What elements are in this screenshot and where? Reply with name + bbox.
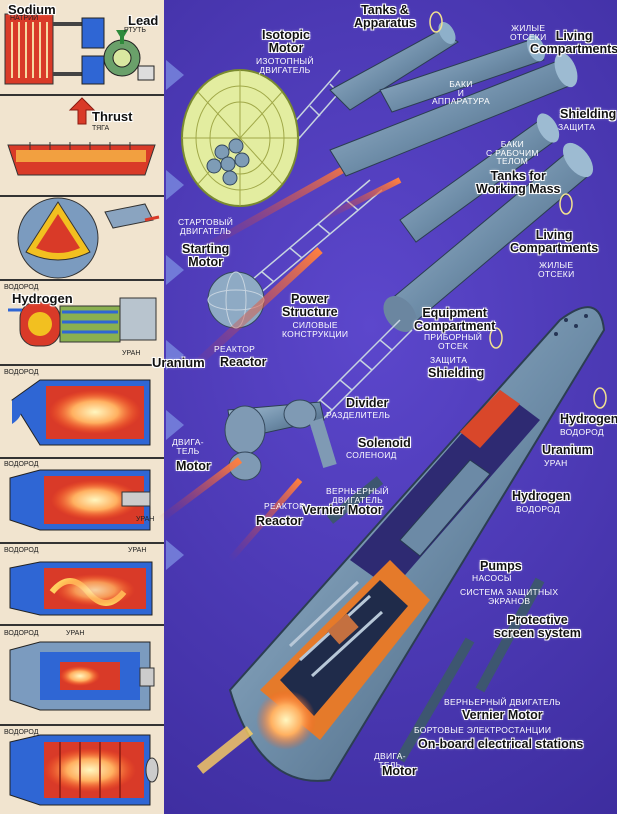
uranium-right-label: Uranium [542,443,593,457]
p4-uranium-ru: УРАН [122,350,141,357]
lead-label: Lead [128,13,159,28]
panel-fuel-element [17,197,160,279]
hydrogen-label-1: Hydrogen [560,412,617,426]
motor-label-2: Motor [382,764,417,778]
protective-screen-label: Protective screen system [494,613,581,640]
uranium-right-ru: УРАН [544,458,568,468]
coil-symbols [429,11,607,409]
shielding-ru-1: ЗАЩИТА [558,122,596,132]
vernier-motor-label-1: Vernier Motor [302,503,383,517]
p4-hydrogen-ru: ВОДОРОД [4,284,39,291]
living-ru-2: ЖИЛЫЕ ОТСЕКИ [538,260,575,279]
equipment-ru: ПРИБОРНЫЙ ОТСЕК [424,332,483,351]
panel-liquid-core-engine [9,469,151,531]
pumps-ru: НАСОСЫ [472,573,512,583]
p4-hydrogen-label: Hydrogen [12,291,73,306]
reactor-label-1: Reactor [220,355,267,369]
spacecraft-isotopic [181,22,546,254]
motor-ru-1: ДВИГА- ТЕЛЬ [172,437,204,456]
spacecraft-cutaway [196,306,606,782]
panel-gas-core-engine [9,561,153,616]
solenoid-ru: СОЛЕНОИД [346,450,397,460]
engine-glow [256,690,316,750]
exhaust-1 [198,156,362,254]
exhaust-2 [187,247,323,373]
vernier-ru-1: ВЕРНЬЕРНЫЙ ДВИГАТЕЛЬ [326,486,389,505]
living-compartments-2: Living Compartments [510,228,599,255]
pointer-arrows [166,60,184,570]
panel-reactor-loop [8,297,157,347]
panel-solid-core-engine [11,379,151,446]
panel-separators [0,94,164,726]
thrust-ru-label: ТЯГА [92,125,110,132]
p8-hydrogen-ru: ВОДОРОД [4,630,39,637]
p5-hydrogen-ru: ВОДОРОД [4,369,39,376]
shielding-label-2: Shielding [428,366,485,380]
panel-vortex-engine [9,641,155,711]
protective-ru: СИСТЕМА ЗАЩИТНЫХ ЭКРАНОВ [460,587,559,606]
tanks-working-mass-label: Tanks for Working Mass [476,169,561,196]
onboard-stations-label: On-board electrical stations [418,737,584,751]
isotopic-motor-ru: ИЗОТОПНЫЙ ДВИГАТЕЛЬ [256,56,314,75]
panel-thrust-plate [7,97,156,176]
p9-hydrogen-ru: ВОДОРОД [4,729,39,736]
solenoid-label: Solenoid [358,436,411,450]
reactor-ru-1: РЕАКТОР [214,344,256,354]
vernier-ru-2: ВЕРНЬЕРНЫЙ ДВИГАТЕЛЬ [444,697,561,707]
living-ru-1: ЖИЛЫЕ ОТСЕКИ [510,23,547,42]
uranium-left-label: Uranium [152,355,205,370]
onboard-ru: БОРТОВЫЕ ЭЛЕКТРОСТАНЦИИ [414,725,552,735]
lead-ru-label: РТУТЬ [124,27,146,34]
tanks-apparatus-ru: БАКИ И АППАРАТУРА [432,79,490,106]
hydrogen-ru-2: ВОДОРОД [516,504,560,514]
motor-label-1: Motor [176,459,211,473]
p8-uranium-ru: УРАН [66,630,85,637]
divider-label: Divider [346,396,389,410]
shielding-label-1: Shielding [560,107,617,121]
reactor-sphere-1 [207,271,265,329]
tanks-apparatus-label: Tanks & Apparatus [354,3,416,30]
starting-motor-label: Starting Motor [182,242,230,269]
power-structure-ru: СИЛОВЫЕ КОНСТРУКЦИИ [282,320,349,339]
exhaust-3 [157,457,243,523]
sodium-label: Sodium [8,2,56,17]
living-compartments-1: Living Compartments [530,29,617,56]
vernier-motor-label-2: Vernier Motor [462,708,543,722]
p7-uranium-ru: УРАН [128,547,147,554]
pumps-label: Pumps [480,559,522,573]
reactor-ru-2: РЕАКТОР [264,501,306,511]
isotopic-motor-label: Isotopic Motor [262,28,310,55]
p6-uranium-ru: УРАН [136,516,155,523]
spacecraft-living [187,52,578,373]
panel-plasma-engine [9,734,159,806]
spacecraft-equipment [157,142,594,562]
hydrogen-ru-1: ВОДОРОД [560,427,604,437]
truss-2 [239,179,383,301]
panel-sodium-lead-loop [4,13,155,85]
tanks-working-ru: БАКИ С РАБОЧИМ ТЕЛОМ [486,139,539,166]
nozzle-cluster [206,138,250,186]
divider-ru: РАЗДЕЛИТЕЛЬ [326,410,391,420]
p7-hydrogen-ru: ВОДОРОД [4,547,39,554]
equipment-compartment-label: Equipment Compartment [414,306,496,333]
p6-hydrogen-ru: ВОДОРОД [4,461,39,468]
motor-ru-2: ДВИГА- ТЕЛЬ [374,751,406,770]
hydrogen-label-2: Hydrogen [512,489,571,503]
shielding-ru-2: ЗАЩИТА [430,355,468,365]
thrust-label: Thrust [92,109,133,124]
power-structure-label: Power Structure [282,292,338,319]
starting-motor-ru: СТАРТОВЫЙ ДВИГАТЕЛЬ [178,217,234,236]
sodium-ru-label: НАТРИЙ [10,15,39,22]
reactor-label-2: Reactor [256,514,303,528]
